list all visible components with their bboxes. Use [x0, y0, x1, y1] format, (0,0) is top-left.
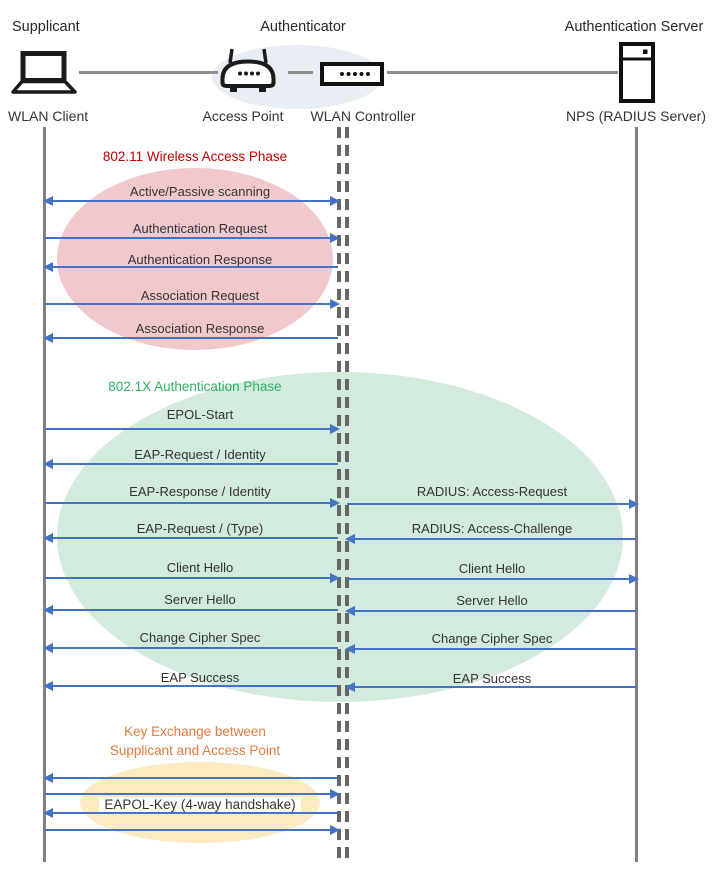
server-icon — [619, 42, 655, 103]
msg-label-scanning: Active/Passive scanning — [129, 184, 271, 199]
msg-label-assoc-response: Association Response — [135, 321, 265, 336]
msg-label-change-cipher-left: Change Cipher Spec — [139, 630, 261, 645]
msg-label-change-cipher-right: Change Cipher Spec — [431, 631, 553, 646]
lifeline-authenticator-dash-1 — [337, 127, 341, 858]
msg-label-eap-success-right: EAP Success — [452, 671, 532, 686]
wlan-controller-icon — [320, 62, 384, 86]
node-label-nps: NPS (RADIUS Server) — [565, 108, 707, 124]
msg-arrow-eap-success-left — [43, 680, 338, 691]
msg-label-client-hello-right: Client Hello — [458, 561, 526, 576]
lifeline-authenticator-dash-2 — [345, 127, 349, 858]
connector-client-ap — [79, 71, 218, 74]
msg-arrow-auth-request — [45, 232, 340, 243]
msg-label-eapol-key: EAPOL-Key (4-way handshake) — [45, 797, 355, 812]
msg-arrow-assoc-response — [43, 332, 338, 343]
msg-arrow-scanning — [43, 195, 340, 206]
msg-arrow-server-hello-left — [43, 604, 338, 615]
msg-arrow-eapol-key-2 — [45, 788, 340, 799]
msg-arrow-change-cipher-left — [43, 642, 338, 653]
msg-label-client-hello-left: Client Hello — [166, 560, 234, 575]
msg-label-epol-start: EPOL-Start — [166, 407, 234, 422]
node-label-wlan-client: WLAN Client — [8, 108, 89, 124]
actor-label-authenticator: Authenticator — [260, 19, 346, 35]
laptop-icon — [11, 51, 77, 94]
node-label-access-point: Access Point — [202, 108, 284, 124]
msg-arrow-radius-access-request — [347, 498, 639, 509]
msg-label-eap-request-type: EAP-Request / (Type) — [136, 521, 264, 536]
msg-label-eap-response-identity: EAP-Response / Identity — [129, 484, 271, 499]
phase-title-8021x: 802.1X Authentication Phase — [108, 379, 282, 394]
lifeline-authentication-server — [635, 127, 638, 862]
msg-arrow-client-hello-right — [347, 573, 639, 584]
msg-arrow-eap-request-identity — [43, 458, 338, 469]
msg-label-server-hello-right: Server Hello — [456, 593, 528, 608]
msg-arrow-client-hello-left — [45, 572, 340, 583]
msg-arrow-assoc-request — [45, 298, 340, 309]
msg-label-radius-access-challenge: RADIUS: Access-Challenge — [411, 521, 573, 536]
phase-title-key-exchange-line1: Key Exchange between — [124, 724, 266, 739]
msg-arrow-auth-response — [43, 261, 338, 272]
lifeline-supplicant — [43, 127, 46, 862]
phase-title-key-exchange-line2: Supplicant and Access Point — [109, 743, 281, 758]
msg-label-eap-success-left: EAP Success — [160, 670, 240, 685]
msg-label-auth-response: Authentication Response — [127, 252, 273, 267]
connector-wlc-server — [387, 71, 618, 74]
node-label-wlan-controller: WLAN Controller — [310, 108, 416, 124]
msg-arrow-change-cipher-right — [345, 643, 637, 654]
connector-ap-wlc — [288, 71, 313, 74]
access-point-icon — [220, 48, 276, 92]
phase-title-key-exchange: Key Exchange between Supplicant and Acce… — [45, 722, 345, 760]
phase-title-80211: 802.11 Wireless Access Phase — [102, 149, 288, 164]
msg-label-assoc-request: Association Request — [140, 288, 260, 303]
actor-label-supplicant: Supplicant — [12, 19, 80, 35]
msg-label-radius-access-request: RADIUS: Access-Request — [416, 484, 568, 499]
msg-arrow-eapol-key-1 — [43, 772, 338, 783]
actor-label-authentication-server: Authentication Server — [564, 19, 704, 35]
msg-arrow-eap-response-identity — [45, 497, 340, 508]
msg-arrow-eapol-key-3 — [43, 807, 338, 818]
msg-arrow-server-hello-right — [345, 605, 637, 616]
msg-arrow-eap-success-right — [345, 681, 637, 692]
msg-arrow-eap-request-type — [43, 532, 338, 543]
msg-arrow-radius-access-challenge — [345, 533, 637, 544]
msg-arrow-epol-start — [45, 423, 340, 434]
phase-80211-ellipse — [57, 168, 333, 350]
msg-label-auth-request: Authentication Request — [132, 221, 268, 236]
msg-label-eapol-key-text: EAPOL-Key (4-way handshake) — [99, 797, 301, 812]
msg-label-eap-request-identity: EAP-Request / Identity — [134, 447, 266, 462]
msg-arrow-eapol-key-4 — [45, 824, 340, 835]
msg-label-server-hello-left: Server Hello — [164, 592, 236, 607]
